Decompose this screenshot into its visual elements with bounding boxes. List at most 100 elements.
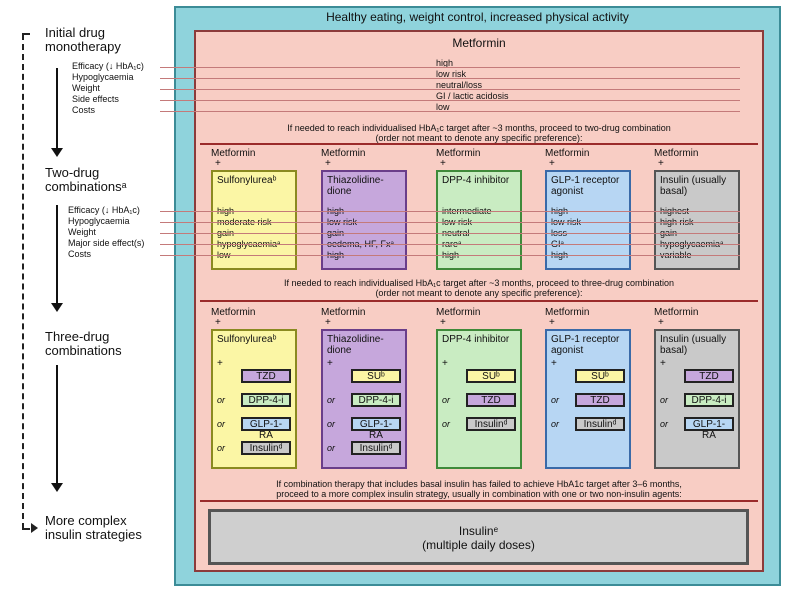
- section-divider: [200, 500, 758, 502]
- plus-sign: +: [327, 358, 333, 369]
- combo-option-box: DPP-4-i: [351, 393, 401, 407]
- combo-option-box: Insulinᵈ: [466, 417, 516, 431]
- combo-option-box: Insulinᵈ: [575, 417, 625, 431]
- drug-name: GLP-1 receptor agonist: [551, 175, 620, 197]
- or-label: or: [217, 395, 226, 405]
- combo-option-box: GLP-1-RA: [351, 417, 401, 441]
- metformin-label: Metformin: [436, 307, 481, 318]
- note-to-two: If needed to reach individualised HbA₁c …: [287, 123, 671, 143]
- or-label: or: [442, 395, 451, 405]
- plus-sign: +: [217, 358, 223, 369]
- or-label: or: [327, 443, 336, 453]
- or-label: or: [217, 419, 226, 429]
- dashed-bracket: [22, 34, 24, 529]
- note-to-three: If needed to reach individualised HbA₁c …: [283, 278, 675, 298]
- combo-option-box: Insulinᵈ: [351, 441, 401, 455]
- bracket-tick: [22, 33, 30, 35]
- plus-sign: +: [549, 158, 555, 169]
- leader-line: [160, 111, 740, 112]
- or-label: or: [551, 419, 560, 429]
- leader-line: [160, 100, 740, 101]
- or-label: or: [327, 419, 336, 429]
- leader-line: [160, 244, 740, 245]
- combo-option-box: TZD: [241, 369, 291, 383]
- plus-sign: +: [215, 158, 221, 169]
- drug-name: Sulfonylureaᵇ: [217, 334, 277, 345]
- drug-name: Thiazolidine-dione: [327, 175, 384, 197]
- or-label: or: [551, 395, 560, 405]
- leader-line: [160, 233, 740, 234]
- plus-sign: +: [325, 317, 331, 328]
- or-label: or: [327, 395, 336, 405]
- leader-line: [160, 78, 740, 79]
- plus-sign: +: [442, 358, 448, 369]
- or-label: or: [217, 443, 226, 453]
- leader-line: [160, 222, 740, 223]
- leader-line: [160, 211, 740, 212]
- drug-name: DPP-4 inhibitor: [442, 334, 510, 345]
- plus-sign: +: [215, 317, 221, 328]
- or-label: or: [442, 419, 451, 429]
- section-divider: [200, 300, 758, 302]
- combo-option-box: GLP-1-RA: [684, 417, 734, 441]
- metformin-label: Metformin: [211, 307, 256, 318]
- drug-name: DPP-4 inhibitor: [442, 175, 510, 186]
- dashed-arrow-head: [31, 523, 38, 533]
- down-arrow: [51, 205, 63, 312]
- metformin-label: Metformin: [654, 307, 699, 318]
- plus-sign: +: [440, 317, 446, 328]
- combo-option-box: Insulinᵈ: [241, 441, 291, 455]
- metformin-title: Metformin: [452, 36, 506, 50]
- down-arrow: [51, 365, 63, 492]
- metformin-label: Metformin: [436, 148, 481, 159]
- leader-line: [160, 67, 740, 68]
- metformin-label: Metformin: [545, 307, 590, 318]
- drug-name: Insulin (usually basal): [660, 175, 727, 197]
- plus-sign: +: [440, 158, 446, 169]
- combo-option-box: SUᵇ: [575, 369, 625, 383]
- down-arrow: [51, 68, 63, 157]
- combo-option-box: GLP-1-RA: [241, 417, 291, 441]
- or-label: or: [660, 419, 669, 429]
- combo-option-box: DPP-4-i: [241, 393, 291, 407]
- multiple-dose-insulin-box: Insulinᵉ(multiple daily doses): [208, 509, 749, 565]
- combo-option-box: TZD: [575, 393, 625, 407]
- metformin-label: Metformin: [321, 307, 366, 318]
- metformin-label: Metformin: [321, 148, 366, 159]
- leader-line: [160, 89, 740, 90]
- plus-sign: +: [325, 158, 331, 169]
- plus-sign: +: [658, 317, 664, 328]
- drug-name: Thiazolidine-dione: [327, 334, 384, 356]
- plus-sign: +: [658, 158, 664, 169]
- combo-option-box: SUᵇ: [466, 369, 516, 383]
- drug-name: Sulfonylureaᵇ: [217, 175, 277, 186]
- bracket-tick: [22, 528, 30, 530]
- combo-option-box: DPP-4-i: [684, 393, 734, 407]
- section-divider: [200, 143, 758, 145]
- plus-sign: +: [549, 317, 555, 328]
- metformin-label: Metformin: [545, 148, 590, 159]
- header-lifestyle: Healthy eating, weight control, increase…: [326, 10, 629, 24]
- drug-name: GLP-1 receptor agonist: [551, 334, 620, 356]
- combo-option-box: TZD: [466, 393, 516, 407]
- leader-line: [160, 255, 740, 256]
- metformin-label: Metformin: [654, 148, 699, 159]
- combo-option-box: SUᵇ: [351, 369, 401, 383]
- plus-sign: +: [660, 358, 666, 369]
- plus-sign: +: [551, 358, 557, 369]
- combo-option-box: TZD: [684, 369, 734, 383]
- note-to-complex: If combination therapy that includes bas…: [276, 479, 682, 499]
- metformin-label: Metformin: [211, 148, 256, 159]
